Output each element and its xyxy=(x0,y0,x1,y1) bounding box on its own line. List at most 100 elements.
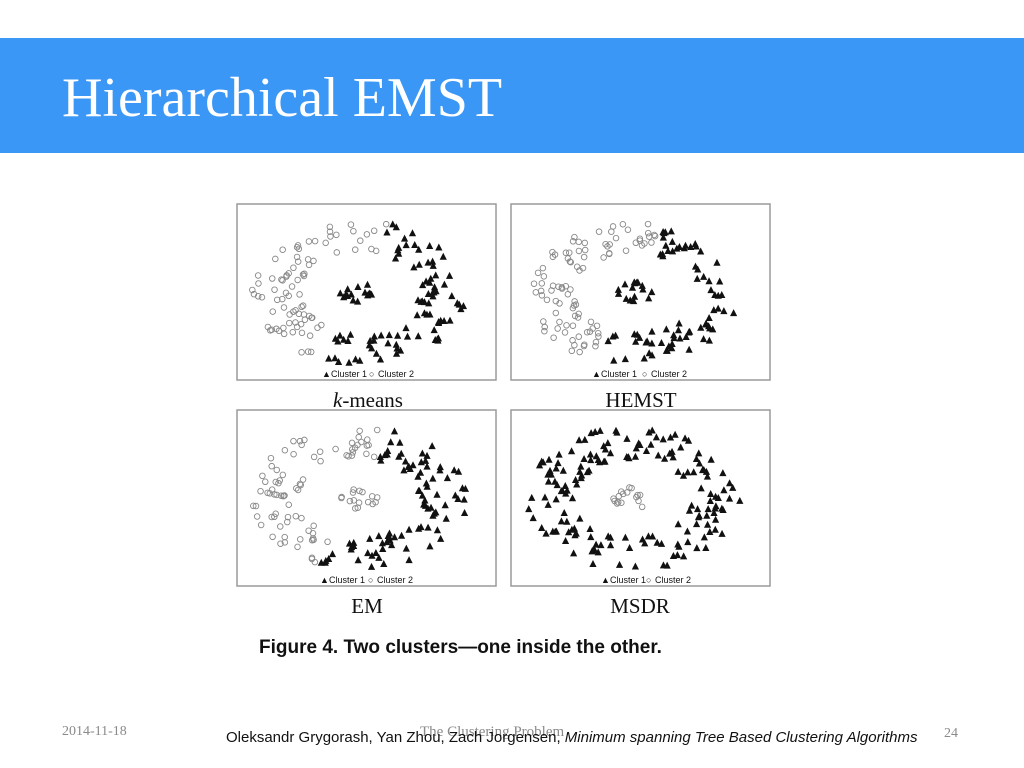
triangle-point xyxy=(450,466,458,474)
circle-point xyxy=(567,286,574,293)
triangle-point xyxy=(647,440,655,448)
triangle-point xyxy=(363,280,372,288)
triangle-point xyxy=(683,527,692,535)
triangle-point xyxy=(368,344,376,352)
triangle-point xyxy=(422,277,430,285)
triangle-point xyxy=(397,449,405,457)
triangle-point xyxy=(587,533,595,541)
triangle-point xyxy=(436,463,444,471)
triangle-point xyxy=(414,332,422,340)
triangle-point xyxy=(415,260,423,268)
triangle-point xyxy=(691,262,700,270)
triangle-point xyxy=(448,292,456,300)
triangle-point xyxy=(657,338,666,346)
circle-point xyxy=(305,261,313,269)
circle-point xyxy=(285,292,292,300)
legend-marker: ▲ xyxy=(320,575,329,585)
slide-title: Hierarchical EMST xyxy=(62,67,503,129)
panel-caption: k-means xyxy=(333,388,403,412)
triangle-point xyxy=(586,525,594,533)
triangle-point xyxy=(420,309,429,317)
circle-point xyxy=(275,327,283,335)
triangle-point xyxy=(424,289,432,297)
triangle-point xyxy=(370,332,378,340)
triangle-point xyxy=(594,456,602,464)
triangle-point xyxy=(394,331,402,339)
triangle-point xyxy=(411,240,419,248)
circle-point xyxy=(644,220,652,228)
circle-point xyxy=(299,302,307,309)
triangle-point xyxy=(670,331,678,339)
triangle-point xyxy=(408,229,417,237)
circle-point xyxy=(332,445,339,453)
triangle-point xyxy=(707,455,715,463)
circle-point xyxy=(348,446,356,453)
circle-point xyxy=(541,323,548,331)
triangle-point xyxy=(571,476,580,484)
triangle-point xyxy=(703,472,712,480)
triangle-point xyxy=(542,529,550,537)
circle-point xyxy=(618,499,625,506)
triangle-point xyxy=(538,457,546,465)
triangle-point xyxy=(384,447,392,455)
triangle-point xyxy=(418,449,426,457)
circle-point xyxy=(273,466,281,474)
circle-point xyxy=(310,257,317,265)
triangle-point xyxy=(706,324,714,332)
circle-point xyxy=(583,329,591,336)
triangle-point xyxy=(381,451,389,459)
triangle-point xyxy=(720,307,728,315)
triangle-point xyxy=(379,545,387,553)
circle-point xyxy=(271,286,278,293)
circle-point xyxy=(350,497,358,504)
circle-point xyxy=(269,533,276,541)
triangle-point xyxy=(660,229,668,237)
triangle-point xyxy=(375,553,383,561)
circle-point xyxy=(249,286,256,294)
triangle-point xyxy=(718,291,726,299)
triangle-point xyxy=(430,283,439,291)
triangle-point xyxy=(402,324,410,332)
triangle-point xyxy=(643,337,651,345)
triangle-point xyxy=(636,440,644,448)
triangle-point xyxy=(604,532,612,540)
triangle-point xyxy=(652,433,661,441)
circle-point xyxy=(290,264,297,272)
triangle-point xyxy=(426,241,434,249)
circle-point xyxy=(354,441,361,449)
triangle-point xyxy=(692,520,701,528)
triangle-point xyxy=(383,538,391,546)
circle-point xyxy=(349,489,357,496)
circle-point xyxy=(309,530,317,537)
circle-point xyxy=(576,267,583,274)
triangle-point xyxy=(632,337,640,345)
circle-point xyxy=(638,503,646,511)
triangle-point xyxy=(423,451,431,459)
triangle-point xyxy=(391,254,400,262)
circle-point xyxy=(290,308,297,315)
triangle-point xyxy=(585,466,593,474)
triangle-point xyxy=(545,455,553,463)
triangle-point xyxy=(714,304,722,312)
triangle-point xyxy=(544,500,552,508)
scatter-points xyxy=(525,426,744,570)
circle-point xyxy=(610,495,617,502)
triangle-point xyxy=(571,531,579,539)
circle-point xyxy=(346,497,354,505)
triangle-point xyxy=(621,280,629,288)
triangle-point xyxy=(440,280,449,288)
triangle-point xyxy=(400,466,408,474)
circle-point xyxy=(594,329,602,337)
triangle-point xyxy=(525,505,533,513)
triangle-point xyxy=(705,336,713,344)
circle-point xyxy=(284,513,292,521)
triangle-point xyxy=(460,495,468,503)
triangle-point xyxy=(725,494,734,502)
circle-point xyxy=(575,247,583,255)
triangle-point xyxy=(706,497,714,505)
circle-point xyxy=(295,245,303,253)
circle-point xyxy=(555,283,562,290)
legend-cluster-1: Cluster 1 xyxy=(329,575,365,585)
page-number: 24 xyxy=(944,726,958,741)
